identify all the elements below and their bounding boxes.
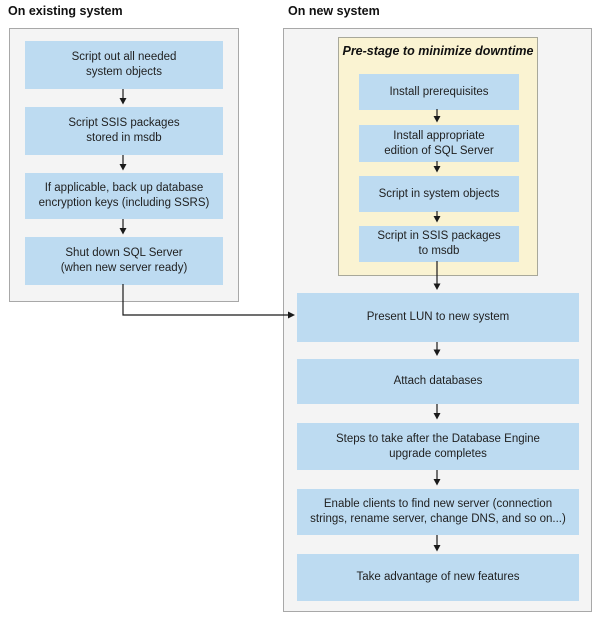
existing-step-box: Script out all needed system objects: [25, 41, 223, 89]
prestage-title: Pre-stage to minimize downtime: [342, 44, 534, 58]
prestage-group: Pre-stage to minimize downtime Install p…: [338, 37, 538, 276]
new-step-box: Steps to take after the Database Engine …: [297, 423, 579, 470]
new-step-box: Take advantage of new features: [297, 554, 579, 601]
existing-step-box: Shut down SQL Server (when new server re…: [25, 237, 223, 285]
new-step-box: Enable clients to find new server (conne…: [297, 489, 579, 535]
column-header-existing-system: On existing system: [8, 4, 123, 18]
existing-step-box: If applicable, back up database encrypti…: [25, 173, 223, 219]
column-header-new-system: On new system: [288, 4, 380, 18]
new-system-panel: Pre-stage to minimize downtime Install p…: [283, 28, 592, 612]
prestage-step-box: Install prerequisites: [359, 74, 519, 110]
new-step-box: Attach databases: [297, 359, 579, 404]
new-step-box: Present LUN to new system: [297, 293, 579, 342]
prestage-step-box: Script in system objects: [359, 176, 519, 212]
prestage-step-box: Install appropriate edition of SQL Serve…: [359, 125, 519, 162]
prestage-step-box: Script in SSIS packages to msdb: [359, 226, 519, 262]
existing-system-panel: Script out all needed system objects Scr…: [9, 28, 239, 302]
existing-step-box: Script SSIS packages stored in msdb: [25, 107, 223, 155]
